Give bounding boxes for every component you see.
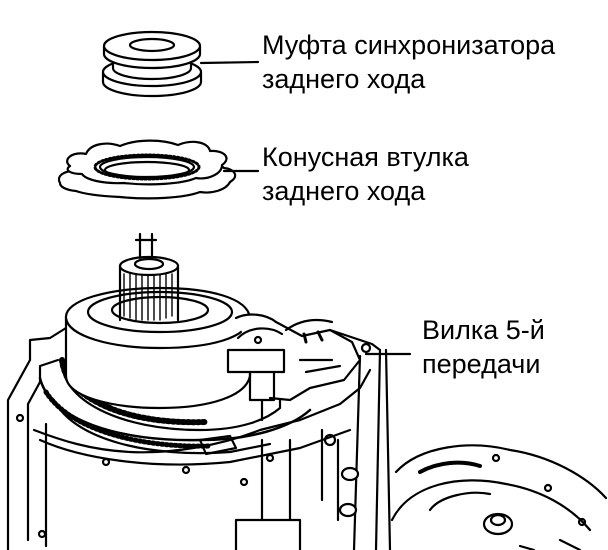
label-fifth-gear-fork: Вилка 5-й передачи — [422, 313, 545, 381]
sync-sleeve-leader — [199, 60, 260, 65]
label-reverse-synchronizer-sleeve-line2: заднего хода — [262, 64, 426, 94]
reverse-synchronizer-sleeve — [101, 30, 203, 98]
fifth-gear-shift-fork — [226, 313, 362, 422]
label-reverse-synchronizer-sleeve: Муфта синхронизатора заднего хода — [262, 28, 555, 96]
fifth-gear-assembly — [38, 232, 312, 455]
label-fifth-gear-fork-line1: Вилка 5-й — [422, 315, 545, 345]
reverse-cone-bushing — [57, 139, 237, 200]
label-reverse-cone-bushing-line1: Конусная втулка — [262, 142, 469, 172]
label-fifth-gear-fork-line2: передачи — [422, 349, 541, 379]
label-reverse-cone-bushing: Конусная втулка заднего хода — [262, 140, 469, 208]
label-reverse-cone-bushing-line2: заднего хода — [262, 176, 426, 206]
label-reverse-synchronizer-sleeve-line1: Муфта синхронизатора — [262, 30, 556, 60]
transmission-housing — [6, 326, 608, 550]
